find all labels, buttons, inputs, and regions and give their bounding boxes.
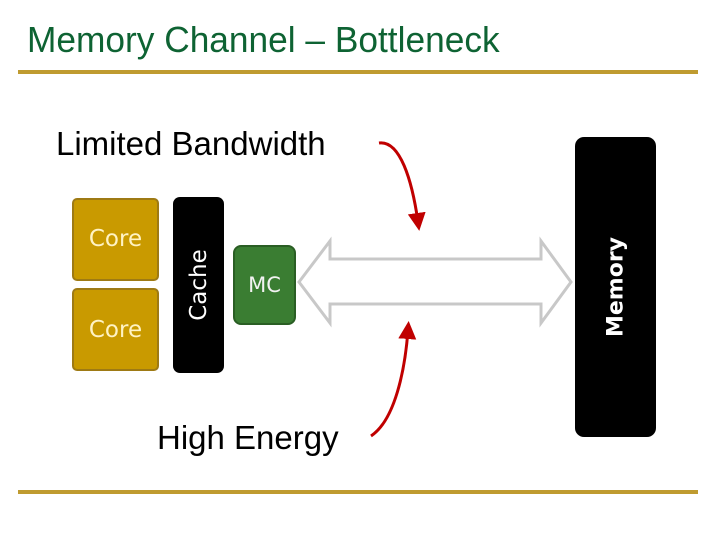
core-block-1: Core bbox=[72, 198, 159, 281]
memory-block: Memory bbox=[575, 137, 656, 437]
title-divider bbox=[18, 70, 698, 74]
core-block-2: Core bbox=[72, 288, 159, 371]
bandwidth-callout-arrow bbox=[378, 141, 426, 231]
mc-label: MC bbox=[248, 273, 281, 297]
core-label: Core bbox=[88, 225, 143, 252]
limited-bandwidth-label: Limited Bandwidth bbox=[56, 125, 326, 162]
memory-controller-block: MC bbox=[233, 245, 296, 325]
footer-divider bbox=[18, 490, 698, 494]
high-energy-label: High Energy bbox=[157, 419, 339, 456]
slide-title: Memory Channel – Bottleneck bbox=[27, 19, 500, 60]
double-arrow-icon bbox=[297, 236, 573, 328]
cache-block: Cache bbox=[173, 197, 224, 373]
energy-callout-arrow bbox=[370, 321, 417, 438]
core-label: Core bbox=[88, 316, 143, 343]
